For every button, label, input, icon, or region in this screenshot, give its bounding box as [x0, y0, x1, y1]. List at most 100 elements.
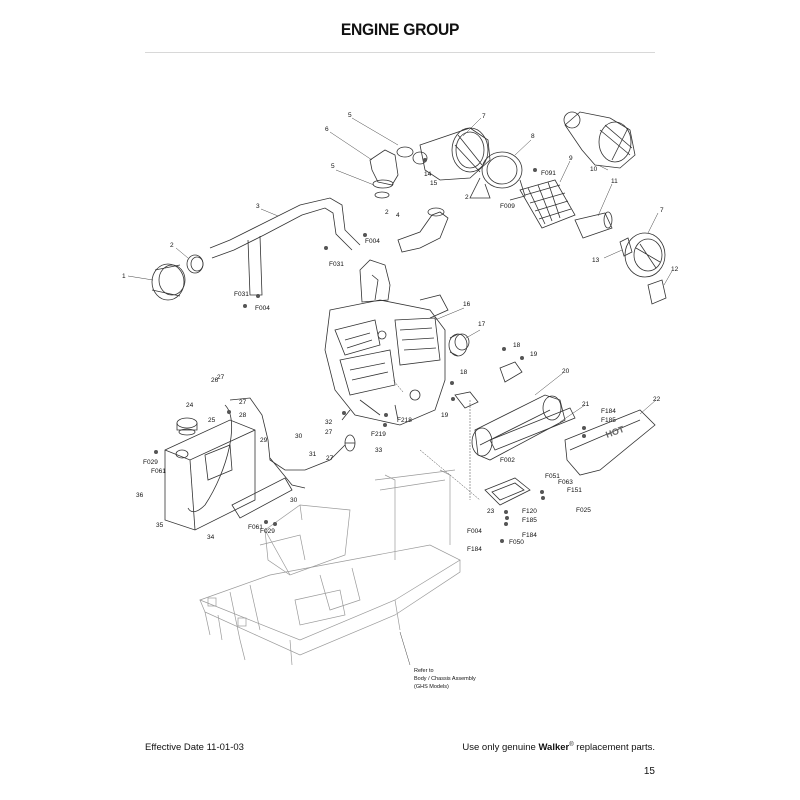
- callout-f029: F029: [143, 459, 158, 466]
- callout-13: 13: [592, 257, 600, 264]
- chassis-frame: [199, 469, 461, 666]
- callout-10: 10: [590, 166, 598, 173]
- callout-18: 18: [513, 342, 521, 349]
- air-cleaner-body: [412, 127, 491, 181]
- callout-31: 31: [309, 451, 317, 458]
- callout-f184: F184: [467, 546, 482, 553]
- callout-f031: F031: [329, 261, 344, 268]
- tank-strap: [231, 477, 293, 519]
- callout-labels: 1 2 3 5 6 5 7 8 9 10 11 7 12 13 14 15 2 …: [122, 112, 679, 553]
- clamp-left: [186, 254, 204, 274]
- callout-f184: F184: [601, 408, 616, 415]
- muffler-mount-plate: [484, 477, 531, 506]
- callout-f185: F185: [601, 417, 616, 424]
- callout-22: 22: [653, 396, 661, 403]
- callout-f184: F184: [522, 532, 537, 539]
- callout-f050: F050: [509, 539, 524, 546]
- callout-27: 27: [217, 374, 225, 381]
- callout-25: 25: [208, 417, 216, 424]
- callout-30: 30: [295, 433, 303, 440]
- callout-17: 17: [478, 321, 486, 328]
- callout-23: 23: [487, 508, 495, 515]
- muffler-bracket: [489, 407, 576, 451]
- reference-note: Refer to Body / Chassis Assembly (GHS Mo…: [414, 668, 476, 690]
- callout-f009: F009: [500, 203, 515, 210]
- callout-f004: F004: [467, 528, 482, 535]
- registered-mark: ®: [569, 742, 574, 748]
- callout-19: 19: [441, 412, 449, 419]
- hot-decal: HOT: [604, 424, 626, 440]
- intake-tube: [209, 197, 361, 296]
- callout-8: 8: [531, 133, 535, 140]
- brand-name: Walker: [538, 742, 570, 754]
- callout-27: 27: [325, 429, 333, 436]
- callout-32: 32: [325, 419, 333, 426]
- filter-element: [519, 179, 576, 229]
- hardware-fasteners: [154, 158, 586, 543]
- header-divider: [145, 52, 655, 53]
- callout-36: 36: [136, 492, 144, 499]
- callout-29: 29: [260, 437, 268, 444]
- callout-2: 2: [170, 242, 174, 249]
- fuel-filter: [341, 409, 356, 452]
- callout-21: 21: [582, 401, 590, 408]
- air-cleaner-top-assembly: [563, 111, 636, 169]
- callout-f063: F063: [558, 479, 573, 486]
- callout-28: 28: [239, 412, 247, 419]
- muffler: [454, 361, 566, 461]
- callout-24: 24: [186, 402, 194, 409]
- reference-note-line-2: Body / Chassis Assembly: [414, 676, 476, 682]
- callout-27: 27: [326, 455, 334, 462]
- engine: [324, 259, 449, 426]
- page-title: ENGINE GROUP: [340, 20, 460, 39]
- fuel-cap: [176, 417, 198, 436]
- callout-14: 14: [424, 171, 432, 178]
- callout-f091: F091: [541, 170, 556, 177]
- genuine-parts-notice: Use only genuine Walker® replacement par…: [462, 742, 655, 753]
- callout-f120: F120: [522, 508, 537, 515]
- reference-note-line-3: (GHS Models): [414, 684, 449, 690]
- callout-2: 2: [465, 194, 469, 201]
- callout-5: 5: [348, 112, 352, 119]
- callout-f218: F218: [397, 417, 412, 424]
- callout-3: 3: [256, 203, 260, 210]
- callout-6: 6: [325, 126, 329, 133]
- notice-suffix: replacement parts.: [573, 742, 655, 754]
- callout-26: 26: [211, 377, 219, 384]
- reference-note-line-1: Refer to: [414, 668, 434, 674]
- callout-4: 4: [396, 212, 400, 219]
- callout-1: 1: [122, 273, 126, 280]
- upper-elbow: [369, 146, 414, 199]
- callout-f029: F029: [260, 528, 275, 535]
- callout-5: 5: [331, 163, 335, 170]
- callout-20: 20: [562, 368, 570, 375]
- fuel-lines: [187, 397, 346, 513]
- callout-11: 11: [611, 178, 618, 185]
- callout-16: 16: [463, 301, 471, 308]
- inner-filter: [574, 211, 613, 239]
- callout-12: 12: [671, 266, 679, 273]
- cleaner-cap-right: [619, 232, 667, 305]
- callout-30: 30: [290, 497, 298, 504]
- callout-f051: F051: [545, 473, 560, 480]
- mounting-band: [469, 151, 526, 201]
- callout-f004: F004: [255, 305, 270, 312]
- page-number: 15: [643, 766, 655, 777]
- elbow-hose: [397, 207, 449, 253]
- fuel-tank: [164, 419, 256, 531]
- callout-15: 15: [430, 180, 438, 187]
- callout-f031: F031: [234, 291, 249, 298]
- callout-7: 7: [660, 207, 664, 214]
- heat-shield: [564, 409, 656, 476]
- leader-lines: [127, 117, 673, 666]
- callout-f185: F185: [522, 517, 537, 524]
- callout-19: 19: [530, 351, 538, 358]
- effective-date: Effective Date 11-01-03: [145, 742, 244, 753]
- oil-filter: [448, 333, 470, 357]
- callout-f004: F004: [365, 238, 380, 245]
- callout-f219: F219: [371, 431, 386, 438]
- callout-f025: F025: [576, 507, 591, 514]
- callout-2: 2: [385, 209, 389, 216]
- air-cleaner-cover: [151, 263, 186, 301]
